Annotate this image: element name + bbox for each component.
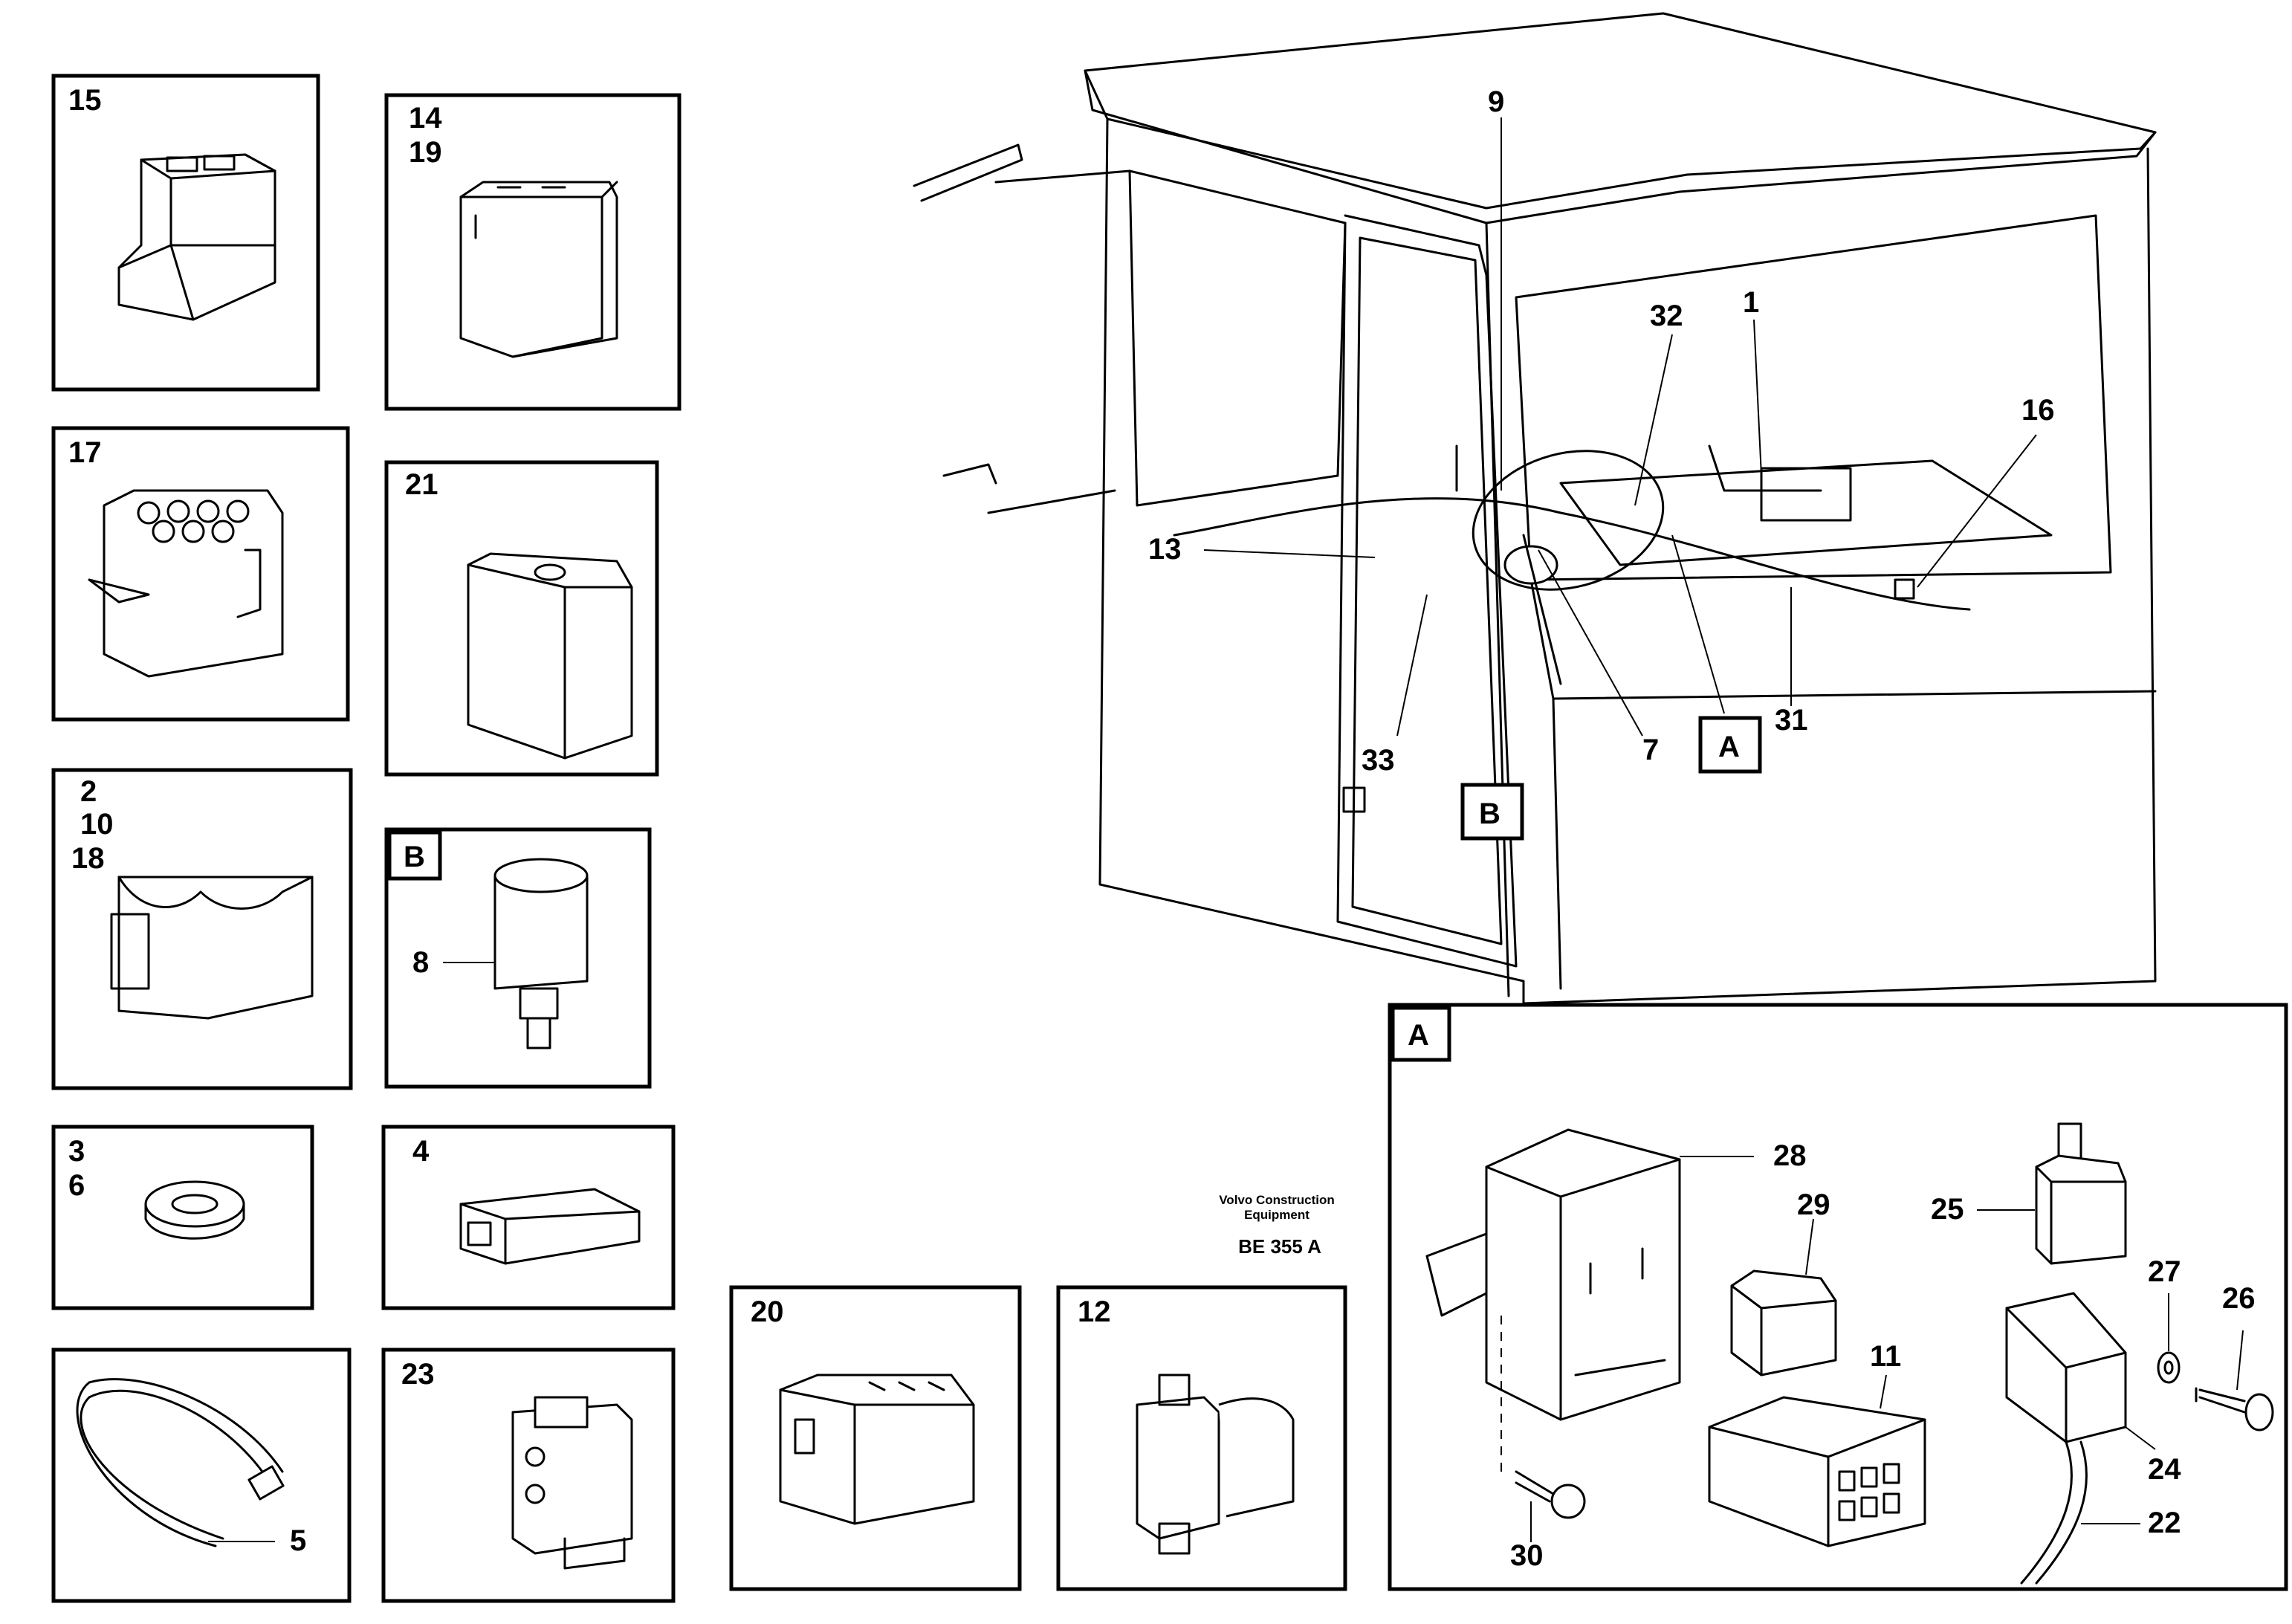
part-number: 26	[2222, 1282, 2256, 1315]
connector-bracket-icon	[1136, 1374, 1295, 1555]
main-part-labels: 9 32 1 16 13 33 7 31 A B	[1148, 85, 2055, 841]
detail-label-A: A	[1408, 1019, 1429, 1052]
detail-box-B: B 8	[384, 827, 652, 1089]
part-number: 33	[1362, 744, 1395, 777]
grommet-icon	[144, 1180, 245, 1240]
callout-A: A	[1718, 731, 1740, 763]
brand-text: Volvo Construction	[1219, 1193, 1335, 1207]
multi-pin-connector-icon	[88, 489, 284, 678]
part-number: 1	[1743, 286, 1759, 319]
cable-icon	[2020, 1440, 2073, 1585]
screw-icon	[2195, 1387, 2274, 1431]
connector-clip-icon	[511, 1396, 633, 1570]
part-number: 6	[68, 1169, 85, 1202]
part-number: 11	[1870, 1340, 1901, 1373]
part-number: 19	[409, 136, 442, 169]
part-number: 20	[751, 1295, 784, 1328]
connector-housing-icon	[117, 153, 276, 321]
relay-icon	[1730, 1269, 1837, 1376]
part-number: 9	[1488, 85, 1504, 118]
leader-lines	[1203, 117, 2037, 737]
relay-icon	[2035, 1122, 2127, 1265]
part-number: 18	[71, 842, 105, 875]
part-box-12: 12	[1056, 1285, 1347, 1591]
part-number: 17	[68, 436, 102, 469]
part-number: 3	[68, 1135, 85, 1168]
part-number: 32	[1650, 300, 1683, 332]
part-number: 23	[401, 1358, 435, 1391]
part-box-4: 4	[381, 1125, 676, 1310]
part-box-17: 17	[51, 426, 350, 722]
cable-tie-icon	[76, 1378, 285, 1547]
part-number: 31	[1775, 704, 1808, 737]
part-number: 14	[409, 102, 442, 135]
part-number: 12	[1078, 1295, 1111, 1328]
part-box-5: 5	[51, 1348, 352, 1603]
screw-icon	[1515, 1470, 1586, 1519]
part-number: 4	[412, 1135, 430, 1168]
reference-block: Volvo Construction Equipment BE 355 A	[1219, 1193, 1335, 1258]
control-unit-icon	[1425, 1128, 1681, 1472]
part-number: 7	[1642, 734, 1659, 766]
part-number: 29	[1797, 1188, 1830, 1221]
detail-box-A: A 28 29 25 24	[1388, 1003, 2288, 1591]
part-number: 27	[2148, 1255, 2181, 1288]
part-box-3-6: 3 6	[51, 1125, 314, 1310]
part-number: 5	[290, 1524, 306, 1557]
part-number: 21	[405, 468, 438, 501]
part-number: 25	[1931, 1193, 1964, 1226]
part-number: 13	[1148, 533, 1182, 566]
multi-pin-connector-icon	[1708, 1396, 1926, 1547]
brand-text: Equipment	[1244, 1208, 1310, 1222]
multi-pin-connector-icon	[779, 1374, 975, 1525]
sensor-switch-icon	[493, 858, 589, 1049]
part-number: 22	[2148, 1507, 2181, 1539]
cab-illustration	[913, 12, 2157, 1005]
part-box-20: 20	[729, 1285, 1022, 1591]
connector-holder-icon	[110, 876, 314, 1020]
part-number: 24	[2148, 1453, 2181, 1486]
part-number: 28	[1773, 1139, 1807, 1172]
part-box-23: 23	[381, 1348, 676, 1603]
part-number: 30	[1510, 1539, 1544, 1572]
part-number: 15	[68, 84, 102, 117]
callout-B: B	[1479, 798, 1501, 830]
terminal-housing-icon	[459, 1188, 641, 1265]
relay-icon	[459, 181, 618, 358]
part-box-2-10-18: 2 10 18	[51, 768, 353, 1090]
part-box-21: 21	[384, 460, 659, 777]
washer-icon	[2157, 1351, 2181, 1384]
part-box-15: 15	[51, 74, 320, 392]
part-number: 2	[80, 775, 97, 808]
part-number: 16	[2021, 394, 2055, 427]
part-number: 8	[412, 946, 429, 979]
reference-code: BE 355 A	[1238, 1235, 1321, 1258]
detail-label-B: B	[404, 841, 425, 873]
part-number: 10	[80, 808, 114, 841]
relay-icon	[467, 552, 633, 760]
part-box-14-19: 14 19	[384, 93, 682, 411]
